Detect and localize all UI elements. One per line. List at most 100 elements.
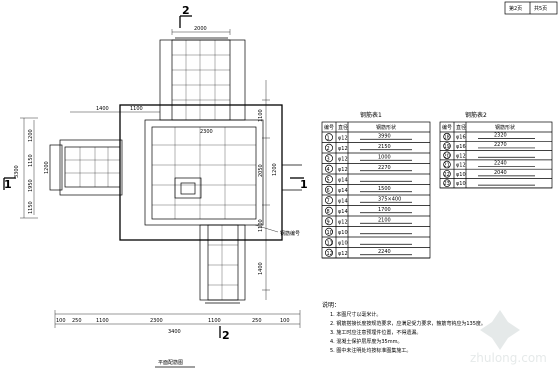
table1-row-marker bbox=[325, 206, 333, 215]
table2-title: 钢筋表2 bbox=[465, 111, 487, 119]
table1-row-marker bbox=[325, 164, 333, 173]
table2-row-no: 20 bbox=[444, 153, 450, 159]
section-marker-bottom: 2 bbox=[222, 329, 230, 342]
table1-row-marker bbox=[325, 248, 333, 257]
notes-heading: 说明： bbox=[322, 301, 340, 309]
table2-row-marker bbox=[443, 179, 451, 187]
table2-row-no: 23 bbox=[444, 181, 450, 187]
table1-row-dia: φ12 bbox=[338, 156, 348, 162]
table1-row-no: 12 bbox=[327, 251, 333, 257]
table1-row-dia: φ10 bbox=[338, 230, 348, 236]
table1-row-shape: 2150 bbox=[378, 144, 391, 150]
dim-bottom-7: 100 bbox=[280, 318, 290, 324]
table1-row-dia: φ12 bbox=[338, 167, 348, 173]
table1-row-marker bbox=[325, 238, 333, 247]
section-marker-left: 1 bbox=[4, 178, 12, 191]
table1-row-dia: φ12 bbox=[338, 251, 348, 257]
table2-row-shape: 2270 bbox=[494, 142, 507, 148]
dim-left-col-3: 1950 bbox=[28, 179, 34, 192]
dim-top-1: 2000 bbox=[194, 26, 207, 32]
table2-row-marker bbox=[443, 170, 451, 178]
table2-row-shape: 2320 bbox=[494, 133, 507, 139]
table1-row-dia: φ14 bbox=[338, 188, 348, 194]
table2-row-dia: φ16 bbox=[456, 135, 466, 141]
table2-row-dia: φ12 bbox=[456, 153, 466, 159]
note-item: 3. 施工时应注意预埋件位置，不得遗漏。 bbox=[330, 329, 421, 336]
table1-row-no: 5 bbox=[327, 177, 330, 183]
table1-row-shape: 1500 bbox=[378, 186, 391, 192]
table1-row-no: 4 bbox=[327, 167, 330, 173]
table1-row-shape: 1700 bbox=[378, 207, 391, 213]
table2-row-dia: φ12 bbox=[456, 163, 466, 169]
dim-bottom-5: 1100 bbox=[208, 318, 221, 324]
table1-row-shape: 1000 bbox=[378, 154, 391, 160]
table1-row-dia: φ14 bbox=[338, 198, 348, 204]
note-item: 1. 本图尺寸以毫米计。 bbox=[330, 311, 381, 318]
table1-row-marker bbox=[325, 185, 333, 194]
title-block: 第2页 共5页 bbox=[504, 1, 558, 15]
section-marker-right: 1 bbox=[300, 178, 308, 191]
table1-row-dia: φ14 bbox=[338, 177, 348, 183]
dim-top-2: 2300 bbox=[200, 129, 213, 135]
table2-row-no: 21 bbox=[444, 163, 450, 169]
dim-right-col-4: 1400 bbox=[258, 262, 264, 275]
table1-row-dia: φ10 bbox=[338, 240, 348, 246]
dim-right-col-1: 1100 bbox=[258, 109, 264, 122]
table2-row-marker bbox=[443, 142, 451, 150]
notes: 说明： 1. 本图尺寸以毫米计。 2. 钢筋搭接长度按规范要求，应满足受力要求，箍… bbox=[322, 301, 486, 354]
dim-left-col-2: 1150 bbox=[28, 154, 34, 167]
table2-row-dia: φ10 bbox=[456, 172, 466, 178]
watermark-text: zhulong.com bbox=[470, 351, 547, 365]
table1-row-shape: 2100 bbox=[378, 217, 391, 223]
note-item: 2. 钢筋搭接长度按规范要求，应满足受力要求，箍筋弯钩应为135度。 bbox=[330, 320, 486, 327]
table1-row-no: 8 bbox=[327, 209, 330, 215]
table1-row-no: 10 bbox=[327, 230, 333, 236]
table1-row-no: 6 bbox=[327, 188, 330, 194]
table2-row-no: 22 bbox=[444, 172, 450, 178]
table1-header-dia: 直径 bbox=[338, 124, 348, 131]
table2-row-no: 19 bbox=[444, 144, 450, 150]
dim-inner: 1200 bbox=[44, 161, 50, 174]
table1-row-marker bbox=[325, 154, 333, 163]
watermark-logo-icon bbox=[480, 310, 520, 350]
table1-row-shape: 3990 bbox=[378, 133, 391, 139]
plan-title: 平面配筋图 bbox=[158, 359, 183, 366]
dim-bottom-4: 2300 bbox=[150, 318, 163, 324]
dim-bottom-6: 250 bbox=[252, 318, 262, 324]
dim-bottom-2: 250 bbox=[72, 318, 82, 324]
table1-row-marker bbox=[325, 196, 333, 205]
note-item: 5. 图中未注明处均按标准图集施工。 bbox=[330, 347, 411, 354]
notes-list: 1. 本图尺寸以毫米计。 2. 钢筋搭接长度按规范要求，应满足受力要求，箍筋弯钩应… bbox=[330, 311, 486, 354]
table1-row-no: 2 bbox=[327, 146, 330, 152]
dim-bottom-1: 100 bbox=[56, 318, 66, 324]
title-block-cell-1: 第2页 bbox=[509, 5, 522, 12]
dim-left-col-1: 1200 bbox=[28, 129, 34, 142]
dim-left-row-1: 1400 bbox=[96, 106, 109, 112]
table2-row-no: 18 bbox=[444, 135, 450, 141]
table2-row-shape: 2240 bbox=[494, 161, 507, 167]
table1-row-marker bbox=[325, 143, 333, 152]
table2-row-dia: φ16 bbox=[456, 144, 466, 150]
section-marker-top: 2 bbox=[182, 4, 190, 17]
table2-row-shape: 2040 bbox=[494, 170, 507, 176]
table2-rows: 18 φ16 2320 19 φ16 2270 20 φ12 21 φ12 2240 22 φ10 204… bbox=[440, 132, 552, 189]
table1-row-dia: φ12 bbox=[338, 219, 348, 225]
dim-right-col-3: 1100 bbox=[258, 219, 264, 232]
note-item: 4. 混凝土保护层厚度为35mm。 bbox=[330, 338, 402, 345]
table2-row-marker bbox=[443, 132, 451, 141]
table2-header-no: 编号 bbox=[442, 124, 452, 131]
dim-left-col-4: 1150 bbox=[28, 201, 34, 214]
table1-row-dia: φ12 bbox=[338, 146, 348, 152]
callout-label: 钢筋编号 bbox=[280, 230, 300, 237]
table2-row-dia: φ10 bbox=[456, 181, 466, 187]
table1-row-marker bbox=[325, 175, 333, 184]
table1-row-shape: 375×400 bbox=[378, 196, 401, 202]
table1-row-marker bbox=[325, 217, 333, 226]
table2-row-marker bbox=[443, 160, 451, 169]
table1-row-no: 7 bbox=[327, 198, 330, 204]
table1-row-no: 1 bbox=[327, 135, 330, 141]
dim-right-col-2: 2050 bbox=[258, 164, 264, 177]
